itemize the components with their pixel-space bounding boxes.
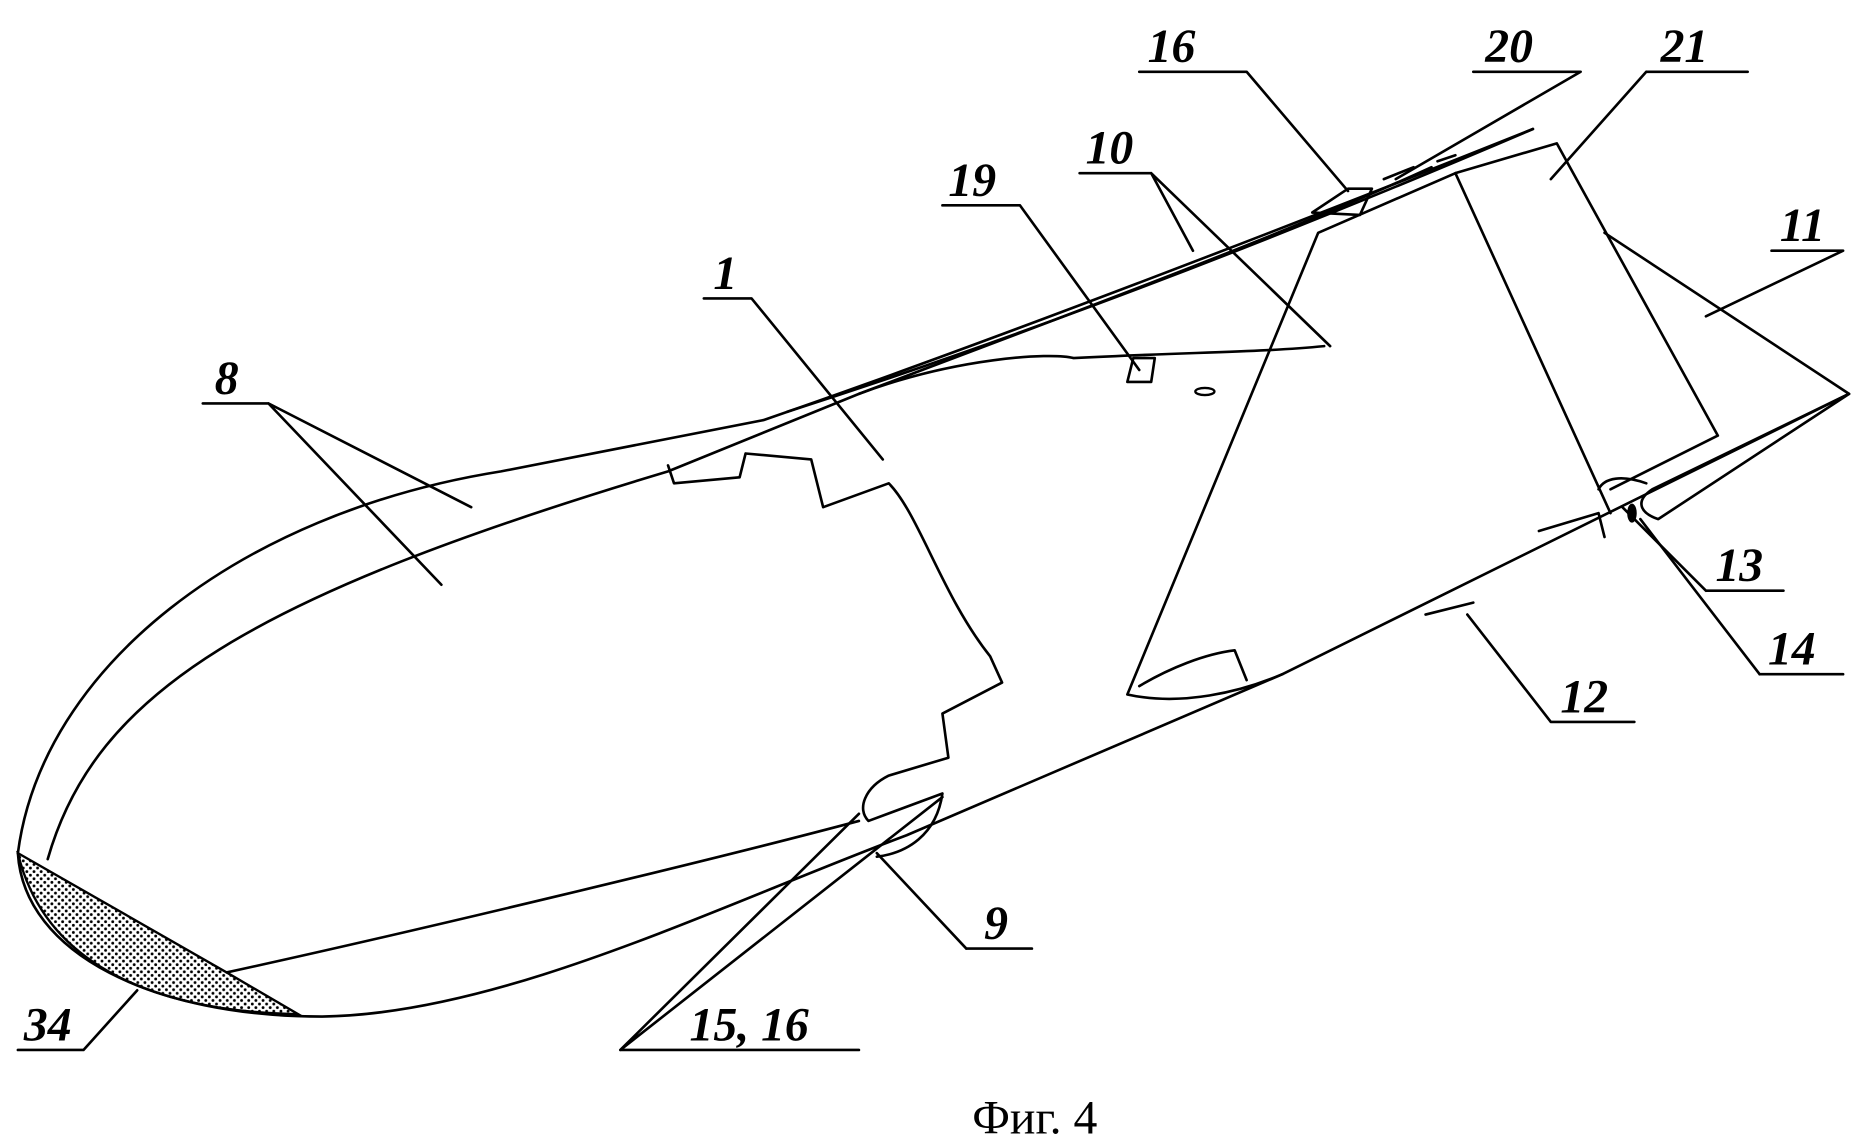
fuselage-spine — [857, 344, 1326, 396]
label-15-16: 15, 16 — [690, 998, 809, 1051]
label-9: 9 — [984, 897, 1008, 950]
label-16-top: 16 — [1148, 20, 1196, 73]
part-labels: 16 20 21 10 19 1 8 11 13 14 12 9 15, 16 … — [23, 20, 1825, 1142]
panel-1-boundary — [666, 452, 1004, 859]
hatched-nose-panel-34 — [16, 850, 303, 1016]
fin-21 — [1454, 142, 1720, 491]
fin-10 — [1126, 171, 1612, 701]
strip-8-lower-edge — [46, 165, 1433, 861]
label-11: 11 — [1780, 199, 1825, 252]
detail-19 — [1126, 356, 1157, 384]
label-1: 1 — [713, 247, 737, 300]
label-19: 19 — [948, 154, 996, 207]
label-21: 21 — [1660, 20, 1709, 73]
small-holes — [1194, 386, 1216, 397]
lower-panel-line — [225, 819, 861, 974]
label-8: 8 — [215, 352, 239, 405]
label-20: 20 — [1484, 20, 1533, 73]
label-12: 12 — [1560, 670, 1608, 723]
aircraft-body — [16, 127, 1851, 1018]
label-10: 10 — [1086, 122, 1134, 175]
tail-detail — [1424, 477, 1648, 616]
bottom-outline — [16, 392, 1851, 1018]
top-detail-16-20 — [1310, 153, 1457, 217]
label-13: 13 — [1715, 539, 1763, 592]
upper-outline — [16, 127, 1535, 855]
leader-lines — [16, 70, 1845, 1052]
figure-caption: Фиг. 4 — [972, 1091, 1097, 1142]
label-34: 34 — [23, 998, 72, 1051]
stabilizer-11 — [1603, 231, 1851, 521]
upper-line-2 — [786, 127, 1535, 414]
label-14: 14 — [1768, 623, 1816, 676]
